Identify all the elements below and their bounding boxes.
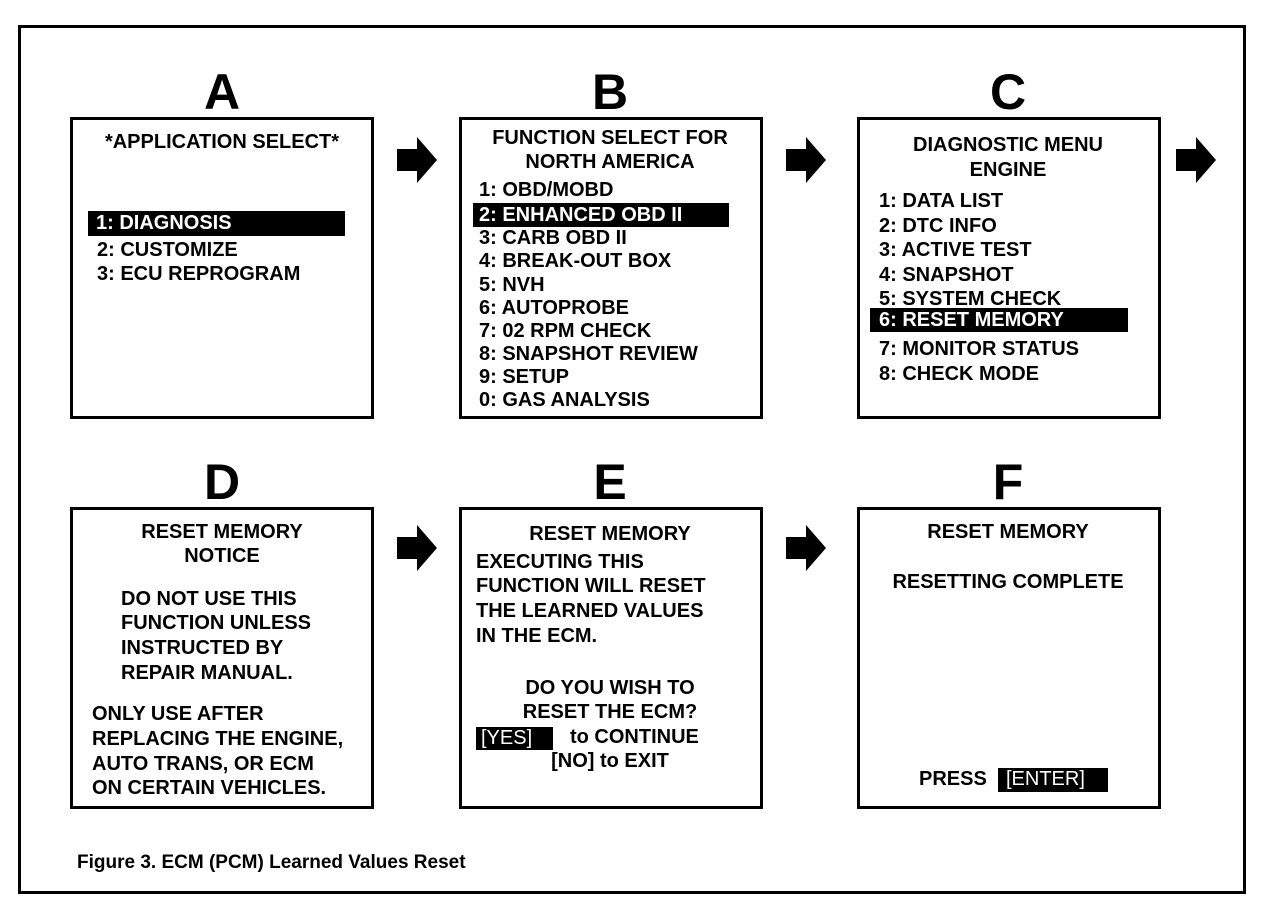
panel-c-item: 1: DATA LIST — [879, 190, 1004, 212]
panel-d-note: ON CERTAIN VEHICLES. — [92, 777, 327, 799]
panel-f-status: RESETTING COMPLETE — [892, 571, 1124, 593]
arrow-right-icon — [786, 525, 826, 571]
panel-c-title: ENGINE — [969, 159, 1047, 181]
enter-key: [ENTER] — [998, 768, 1108, 792]
panel-d-note: AUTO TRANS, OR ECM — [92, 753, 314, 775]
panel-letter-b: B — [591, 64, 629, 120]
press-label: PRESS — [919, 768, 987, 790]
arrow-right-icon — [786, 137, 826, 183]
panel-letter-c: C — [989, 64, 1027, 120]
figure-frame — [18, 25, 1246, 894]
panel-c-item: 7: MONITOR STATUS — [879, 338, 1079, 360]
panel-b-item: 5: NVH — [479, 274, 545, 296]
panel-b-selected-item: 2: ENHANCED OBD II — [473, 203, 729, 227]
figure-caption: Figure 3. ECM (PCM) Learned Values Reset — [77, 852, 466, 873]
screen-panel-f — [857, 507, 1161, 809]
panel-letter-d: D — [203, 454, 241, 510]
panel-e-title: RESET MEMORY — [529, 523, 691, 545]
panel-b-item: 4: BREAK-OUT BOX — [479, 250, 672, 272]
screen-panel-a — [70, 117, 374, 419]
panel-c-selected-item: 6: RESET MEMORY — [870, 308, 1128, 332]
panel-c-item: 4: SNAPSHOT — [879, 264, 1014, 286]
panel-b-item: 7: 02 RPM CHECK — [479, 320, 652, 342]
no-line: [NO] to EXIT — [551, 750, 669, 772]
yes-key: [YES] — [476, 727, 553, 750]
panel-b-item: 0: GAS ANALYSIS — [479, 389, 650, 411]
panel-a-selected-item: 1: DIAGNOSIS — [88, 211, 345, 236]
panel-e-question: RESET THE ECM? — [522, 701, 698, 723]
yes-label: to CONTINUE — [570, 726, 699, 748]
panel-b-item: 8: SNAPSHOT REVIEW — [479, 343, 698, 365]
panel-c-item: 8: CHECK MODE — [879, 363, 1040, 385]
panel-b-item: 9: SETUP — [479, 366, 570, 388]
panel-c-item: 5: SYSTEM CHECK — [879, 288, 1062, 310]
panel-d-note: ONLY USE AFTER — [92, 703, 264, 725]
screen-panel-e — [459, 507, 763, 809]
panel-b-item: 6: AUTOPROBE — [479, 297, 630, 319]
panel-b-title: NORTH AMERICA — [525, 151, 695, 173]
panel-e-body: THE LEARNED VALUES — [476, 600, 704, 622]
panel-letter-a: A — [203, 64, 241, 120]
panel-b-title: FUNCTION SELECT FOR — [492, 127, 728, 149]
panel-d-title: RESET MEMORY — [141, 521, 303, 543]
panel-d-title: NOTICE — [184, 545, 260, 567]
panel-b-item: 1: OBD/MOBD — [479, 179, 614, 201]
arrow-right-icon — [397, 525, 437, 571]
panel-d-warning: DO NOT USE THIS — [121, 588, 297, 610]
arrow-right-icon — [397, 137, 437, 183]
panel-e-question: DO YOU WISH TO — [525, 677, 695, 699]
panel-d-note: REPLACING THE ENGINE, — [92, 728, 344, 750]
screen-panel-b — [459, 117, 763, 419]
screen-panel-c — [857, 117, 1161, 419]
panel-letter-e: E — [593, 454, 627, 510]
arrow-right-icon — [1176, 137, 1216, 183]
panel-b-item: 3: CARB OBD II — [479, 227, 627, 249]
panel-d-warning: FUNCTION UNLESS — [121, 612, 311, 634]
panel-e-body: EXECUTING THIS — [476, 551, 644, 573]
panel-e-body: IN THE ECM. — [476, 625, 598, 647]
panel-d-warning: REPAIR MANUAL. — [121, 662, 293, 684]
panel-a-item: 3: ECU REPROGRAM — [97, 263, 301, 285]
panel-c-item: 3: ACTIVE TEST — [879, 239, 1032, 261]
panel-a-item: 2: CUSTOMIZE — [97, 239, 238, 261]
panel-c-item: 2: DTC INFO — [879, 215, 997, 237]
screen-panel-d — [70, 507, 374, 809]
panel-c-title: DIAGNOSTIC MENU — [913, 134, 1103, 156]
panel-letter-f: F — [992, 454, 1024, 510]
panel-f-title: RESET MEMORY — [927, 521, 1089, 543]
panel-d-warning: INSTRUCTED BY — [121, 637, 284, 659]
panel-a-title: *APPLICATION SELECT* — [104, 131, 340, 153]
panel-e-body: FUNCTION WILL RESET — [476, 575, 706, 597]
